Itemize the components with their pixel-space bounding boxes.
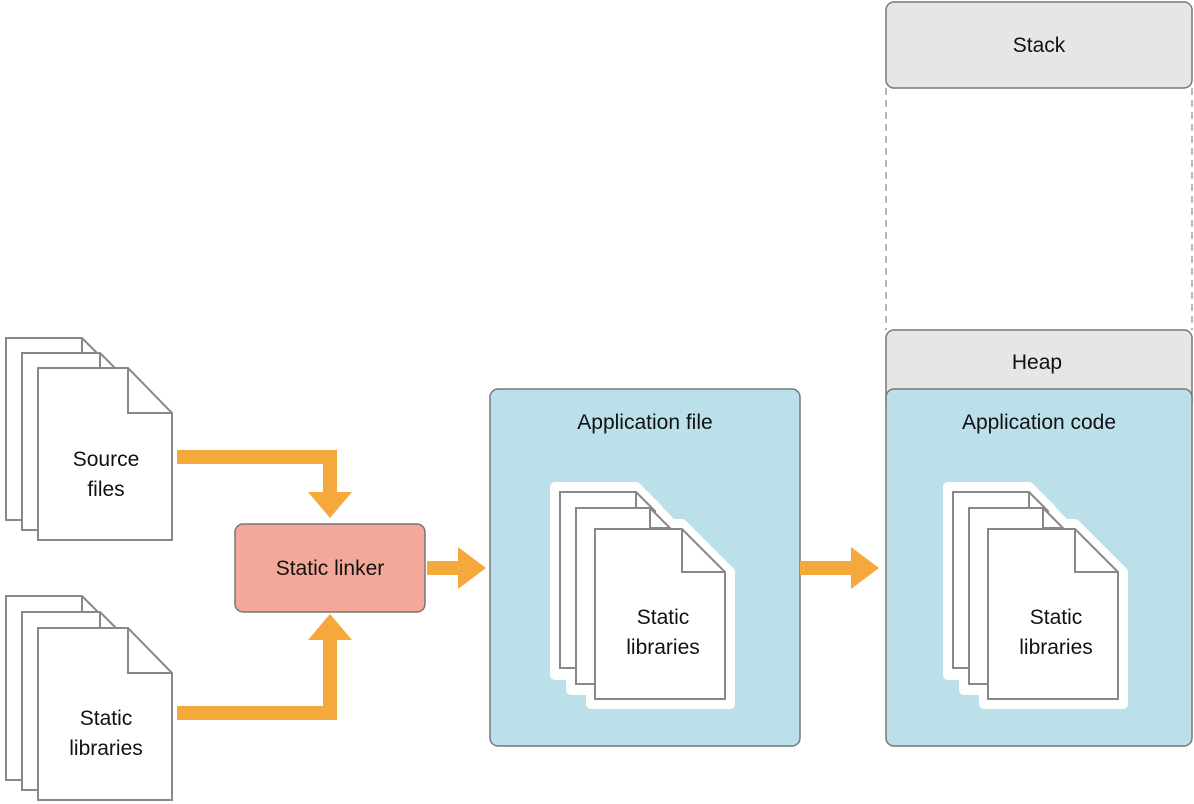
input-libraries-label-line1: Static — [80, 707, 133, 730]
application-code-title: Application code — [962, 411, 1116, 434]
input-static-libraries-document-stack: Static libraries — [5, 595, 173, 801]
heap-label: Heap — [1012, 351, 1062, 374]
memory-layout: Stack Heap Application code — [885, 1, 1193, 747]
input-libraries-label-line2: libraries — [69, 737, 143, 760]
source-files-label-line1: Source — [73, 448, 140, 471]
arrow-libraries-to-linker — [177, 614, 352, 720]
arrow-source-to-linker — [177, 450, 352, 518]
app-file-libraries-label-line2: libraries — [626, 636, 700, 659]
stack-label: Stack — [1013, 34, 1066, 57]
arrow-linker-to-application-file — [427, 547, 486, 589]
source-files-label-line2: files — [87, 478, 124, 501]
input-libraries-doc-front-icon — [37, 627, 173, 801]
app-code-libraries-label-line2: libraries — [1019, 636, 1093, 659]
arrow-application-file-to-memory — [800, 547, 879, 589]
application-file-container: Application file Static libraries — [489, 388, 801, 747]
app-file-lib-doc-front-icon — [594, 528, 726, 700]
application-file-title: Application file — [577, 411, 712, 434]
static-linker-label: Static linker — [276, 557, 385, 580]
app-code-libraries-label-line1: Static — [1030, 606, 1083, 629]
source-files-document-stack: Source files — [5, 337, 173, 541]
static-linker-box: Static linker — [234, 523, 426, 613]
app-file-libraries-label-line1: Static — [637, 606, 690, 629]
application-file-static-libraries-stack: Static libraries — [550, 482, 735, 709]
app-code-lib-doc-front-icon — [987, 528, 1119, 700]
source-files-doc-front-icon — [37, 367, 173, 541]
stack-segment: Stack — [885, 1, 1193, 89]
application-code-segment: Application code Static libra — [885, 388, 1193, 747]
application-code-static-libraries-stack: Static libraries — [943, 482, 1128, 709]
